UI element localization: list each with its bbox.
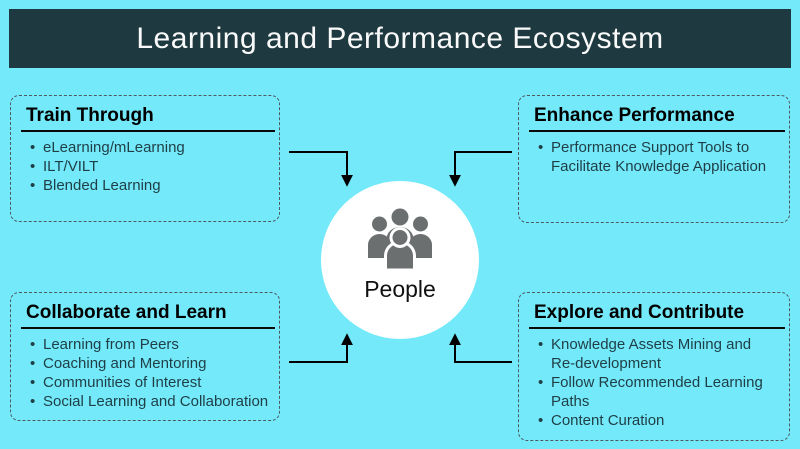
- people-group-icon: [368, 208, 432, 270]
- arrow-explore-to-people: [449, 333, 512, 363]
- bullet-list: Performance Support Tools to Facilitate …: [519, 138, 789, 176]
- bullet-list: Learning from PeersCoaching and Mentorin…: [11, 335, 279, 411]
- bullet-item: Coaching and Mentoring: [30, 354, 275, 373]
- bullet-item: eLearning/mLearning: [30, 138, 275, 157]
- people-circle: People: [321, 181, 479, 339]
- box-enhance-performance: Enhance Performance Performance Support …: [518, 95, 790, 223]
- bullet-item: Performance Support Tools to Facilitate …: [538, 138, 777, 176]
- box-explore-and-contribute: Explore and Contribute Knowledge Assets …: [518, 292, 790, 441]
- arrow-collaborate-to-people: [289, 333, 353, 363]
- bullet-item: Social Learning and Collaboration: [30, 392, 275, 411]
- people-label: People: [364, 276, 436, 302]
- arrow-train-to-people: [289, 151, 353, 187]
- bullet-list: Knowledge Assets Mining and Re-developme…: [519, 335, 789, 430]
- bullet-item: Blended Learning: [30, 176, 275, 195]
- box-title: Enhance Performance: [534, 105, 735, 126]
- bullet-item: Learning from Peers: [30, 335, 275, 354]
- box-train-through: Train Through eLearning/mLearningILT/VIL…: [10, 95, 280, 222]
- bullet-item: ILT/VILT: [30, 157, 275, 176]
- box-title: Explore and Contribute: [534, 302, 745, 323]
- bullet-item: Follow Recommended Learning Paths: [538, 373, 777, 411]
- title-banner: Learning and Performance Ecosystem: [9, 9, 791, 68]
- title-underline: [529, 327, 785, 329]
- bullet-item: Knowledge Assets Mining and Re-developme…: [538, 335, 777, 373]
- title-underline: [529, 130, 785, 132]
- bullet-item: Communities of Interest: [30, 373, 275, 392]
- box-collaborate-and-learn: Collaborate and Learn Learning from Peer…: [10, 292, 280, 421]
- title-underline: [21, 327, 275, 329]
- bullet-list: eLearning/mLearningILT/VILTBlended Learn…: [11, 138, 279, 195]
- box-title: Collaborate and Learn: [26, 302, 227, 323]
- box-title: Train Through: [26, 105, 154, 126]
- page-title: Learning and Performance Ecosystem: [136, 21, 664, 55]
- arrow-enhance-to-people: [449, 151, 512, 187]
- title-underline: [21, 130, 275, 132]
- bullet-item: Content Curation: [538, 411, 777, 430]
